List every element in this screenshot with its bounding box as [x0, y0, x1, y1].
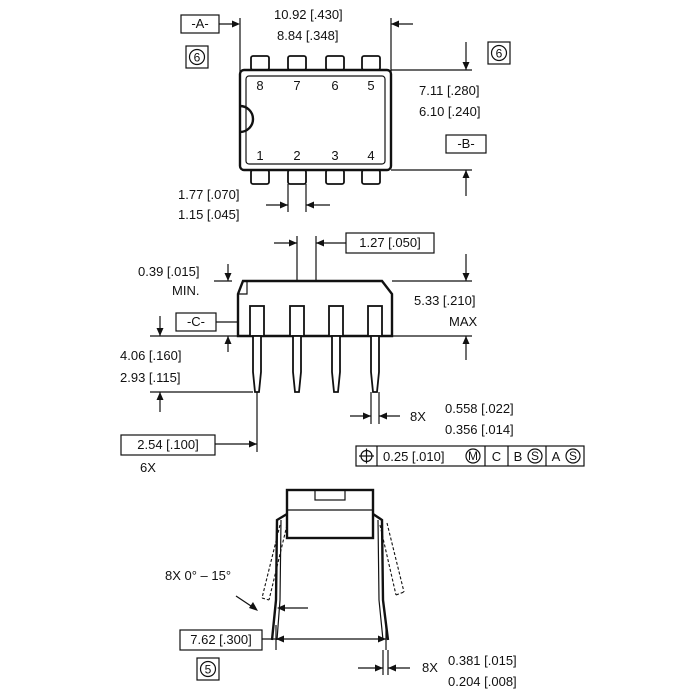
- pin-label: 1: [256, 148, 263, 163]
- pin1-notch: [239, 104, 255, 134]
- lead-width-count: 8X: [410, 409, 426, 424]
- pin-label: 2: [293, 148, 300, 163]
- note-6-left: 6: [194, 51, 201, 65]
- package-body-end: [285, 488, 375, 540]
- standoff-note: MIN.: [172, 283, 199, 298]
- height-max-label: 7.11 [.280]: [419, 83, 479, 98]
- standoff-label: 0.39 [.015]: [138, 264, 199, 279]
- top-view: -A- 6 10.92 [.430] 8.84 [.348] 6 7.11 [.…: [178, 7, 511, 222]
- lead-thickness-max-label: 0.381 [.015]: [448, 653, 517, 668]
- row-pitch-label: 2.54 [.100]: [137, 437, 198, 452]
- datum-a-label: -A-: [191, 16, 208, 31]
- tolerance-value: 0.25 [.010]: [383, 449, 444, 464]
- lead-width-max-label: 0.558 [.022]: [445, 401, 514, 416]
- lead-width-min-label: 0.356 [.014]: [445, 422, 514, 437]
- datum-b-box: [445, 134, 487, 154]
- tolerance-frame: 0.25 [.010] M C B S A S: [355, 445, 585, 467]
- pin-label: 8: [256, 78, 263, 93]
- height-min-label: 6.10 [.240]: [419, 104, 480, 119]
- datum-ref-b: B: [514, 449, 523, 464]
- datum-c-label: -C-: [187, 314, 205, 329]
- package-body-top: [238, 68, 393, 172]
- pin-label: 3: [331, 148, 338, 163]
- pin-label: 7: [293, 78, 300, 93]
- width-max-label: 10.92 [.430]: [274, 7, 343, 22]
- end-view: 8X 0° – 15° 7.62 [.300] 5 8X 0.381 [.015…: [165, 488, 517, 689]
- row-pitch-count: 6X: [140, 460, 156, 475]
- pin-pitch-label: 1.27 [.050]: [359, 235, 420, 250]
- lead-thickness-count: 8X: [422, 660, 438, 675]
- pin-width-min-label: 1.15 [.045]: [178, 207, 239, 222]
- lead-angle-label: 8X 0° – 15°: [165, 568, 231, 583]
- width-min-label: 8.84 [.348]: [277, 28, 338, 43]
- tolerance-modifier: M: [468, 449, 478, 463]
- row-spacing-box: [179, 629, 263, 651]
- side-view: 1.27 [.050] 0.39 [.015] MIN. -C- 5.33 [: [120, 232, 514, 475]
- datum-ref-c: C: [492, 449, 501, 464]
- row-pitch-box: [120, 434, 216, 456]
- pin-pitch-box: [345, 232, 435, 254]
- row-spacing-label: 7.62 [.300]: [190, 632, 251, 647]
- pin-label: 6: [331, 78, 338, 93]
- lead-thickness-min-label: 0.204 [.008]: [448, 674, 517, 689]
- pin-label: 4: [367, 148, 374, 163]
- lead-length-max-label: 4.06 [.160]: [120, 348, 181, 363]
- pin-label: 5: [367, 78, 374, 93]
- pin-width-max-label: 1.77 [.070]: [178, 187, 239, 202]
- datum-ref-a-modifier: S: [569, 449, 577, 463]
- datum-b-label: -B-: [457, 136, 474, 151]
- datum-ref-b-modifier: S: [531, 449, 539, 463]
- datum-ref-a: A: [552, 449, 561, 464]
- body-height-label: 5.33 [.210]: [414, 293, 475, 308]
- note-6-right: 6: [496, 47, 503, 61]
- position-icon: [359, 448, 374, 464]
- body-height-note: MAX: [449, 314, 478, 329]
- note-5: 5: [205, 663, 212, 677]
- lead-length-min-label: 2.93 [.115]: [120, 370, 180, 385]
